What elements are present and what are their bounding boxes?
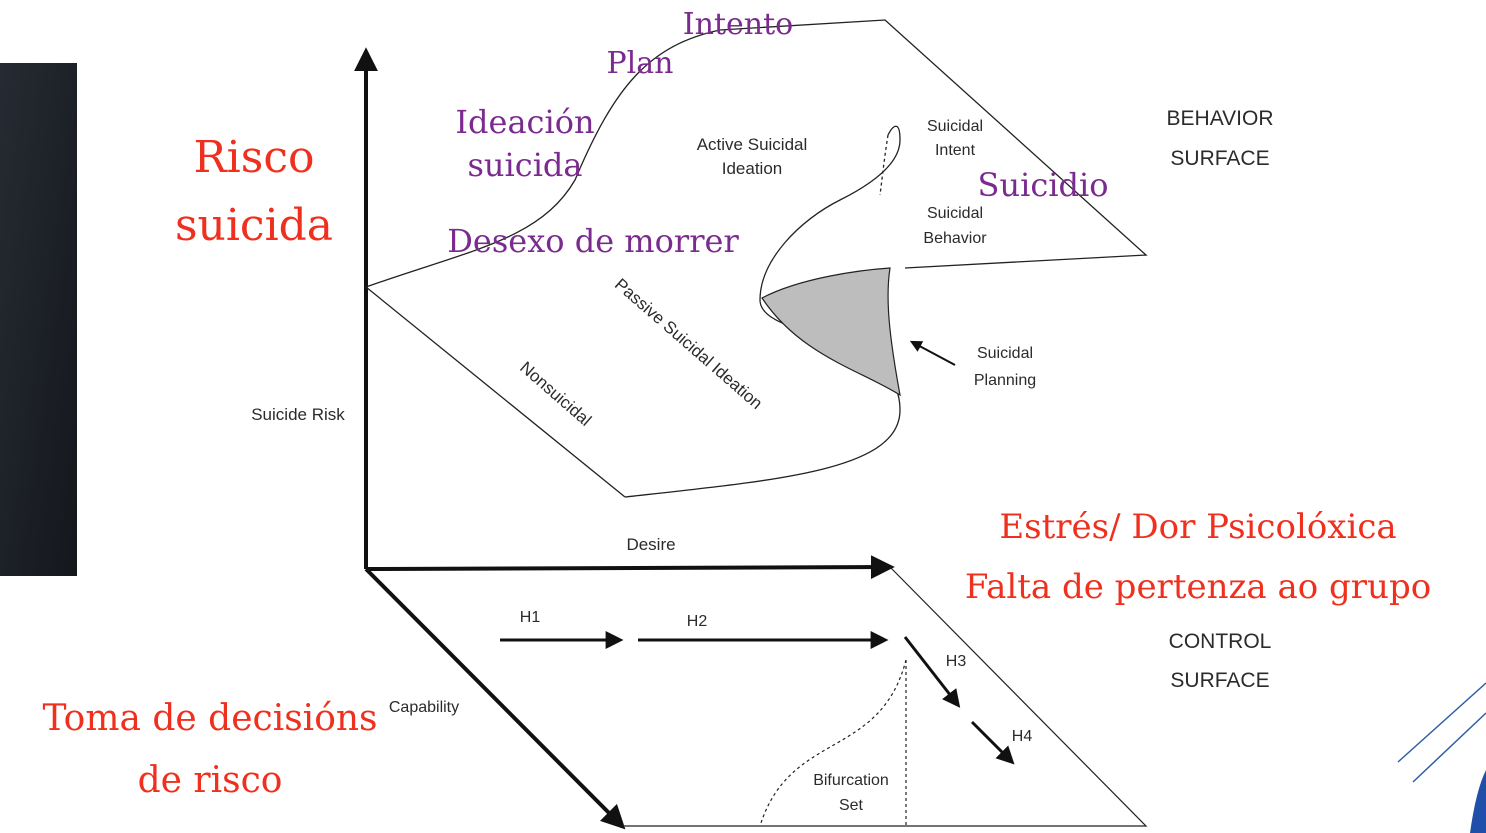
ideacion-suicida-label: Ideación <box>455 103 594 141</box>
estres-dor-label: Estrés/ Dor Psicolóxica <box>999 507 1396 547</box>
active-suicidal-ideation-label-2: Ideation <box>722 159 783 178</box>
behavior-surface-label: BEHAVIOR <box>1167 107 1274 130</box>
h4-arrow <box>970 720 1015 765</box>
bifurcation-set-label-2: Set <box>839 797 864 814</box>
suicide-risk-label: Suicide Risk <box>251 405 345 424</box>
risco-suicida-label: Risco <box>194 132 315 183</box>
intento-label: Intento <box>683 7 793 42</box>
h2-label: H2 <box>687 613 708 630</box>
falta-pertenza-label: Falta de pertenza ao grupo <box>965 567 1431 607</box>
overlay-labels: Risco suicida Intento Plan Ideación suic… <box>42 7 1431 801</box>
diagram-labels: Active Suicidal Ideation Suicidal Intent… <box>251 107 1273 814</box>
active-suicidal-ideation-label: Active Suicidal <box>697 135 808 154</box>
h1-label: H1 <box>520 609 541 626</box>
suicidal-planning-label: Suicidal <box>977 345 1033 362</box>
control-surface-label-2: SURFACE <box>1170 669 1269 692</box>
risco-suicida-label-2: suicida <box>175 200 333 251</box>
suicidal-behavior-label: Suicidal <box>927 205 983 222</box>
toma-decisions-label-2: de risco <box>138 760 283 801</box>
h3-label: H3 <box>946 653 967 670</box>
plan-label: Plan <box>607 46 674 81</box>
planning-pointer-arrow <box>909 340 956 366</box>
h-arrows <box>500 631 1015 765</box>
h3-arrow <box>903 636 961 708</box>
capability-axis <box>364 567 626 830</box>
suicidio-label: Suicidio <box>978 166 1109 204</box>
surface-front-fold <box>624 125 901 498</box>
corner-accent <box>1397 682 1486 833</box>
passive-suicidal-ideation-label: Passive Suicidal Ideation <box>611 275 766 413</box>
behavior-surface-label-2: SURFACE <box>1170 147 1269 170</box>
desire-axis <box>365 555 895 580</box>
axes <box>354 47 895 830</box>
toma-decisions-label: Toma de decisións <box>42 698 377 739</box>
behavior-surface <box>365 19 1148 498</box>
suicidal-intent-label-2: Intent <box>935 142 976 159</box>
planning-region <box>761 267 901 397</box>
control-surface <box>622 566 1148 827</box>
left-dark-panel <box>0 63 77 576</box>
suicidal-behavior-label-2: Behavior <box>923 230 987 247</box>
ideacion-suicida-label-2: suicida <box>468 146 583 184</box>
suicidal-planning-label-2: Planning <box>974 372 1036 389</box>
desire-label: Desire <box>626 535 675 554</box>
surface-back-edge <box>365 19 1148 288</box>
capability-label: Capability <box>389 699 459 716</box>
bifurcation-set-label: Bifurcation <box>813 772 889 789</box>
surface-left-edge <box>365 286 626 498</box>
fold-dotted-line <box>879 134 889 196</box>
desexo-de-morrer-label: Desexo de morrer <box>447 222 739 260</box>
h4-label: H4 <box>1012 728 1033 745</box>
control-surface-label: CONTROL <box>1169 630 1272 653</box>
suicidal-intent-label: Suicidal <box>927 118 983 135</box>
